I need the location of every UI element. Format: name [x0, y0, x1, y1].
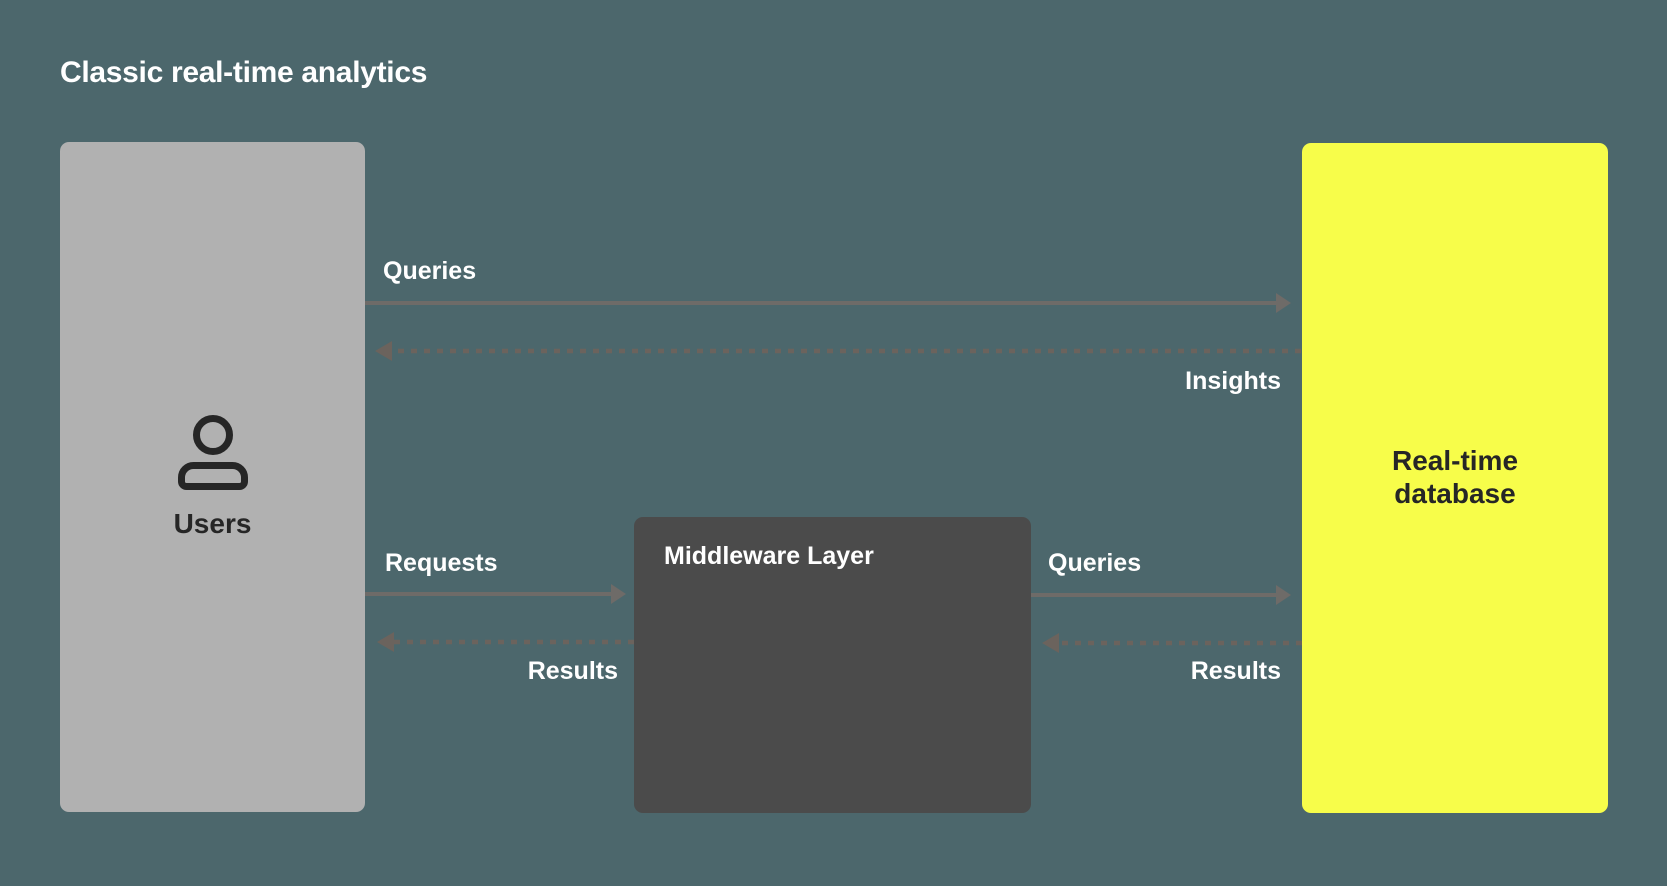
- diagram-title: Classic real-time analytics: [60, 56, 428, 89]
- flow-label-queries-top: Queries: [383, 257, 477, 285]
- arrow-results-left: [377, 632, 634, 652]
- flow-label-insights: Insights: [1185, 367, 1281, 395]
- users-label: Users: [173, 507, 252, 539]
- flow-label-results-right: Results: [1190, 657, 1281, 685]
- node-database: Real-time database: [1302, 143, 1608, 813]
- node-users: Users: [60, 142, 365, 812]
- arrow-queries-right: [1031, 585, 1291, 605]
- flow-label-requests: Requests: [385, 549, 498, 577]
- user-icon: [177, 414, 248, 490]
- arrow-results-right: [1042, 633, 1302, 653]
- node-middleware: Middleware Layer: [634, 517, 1031, 813]
- arrow-queries-top: [365, 293, 1291, 313]
- database-label: Real-time database: [1391, 445, 1519, 509]
- flow-label-queries-right: Queries: [1048, 549, 1142, 577]
- arrow-insights: [375, 341, 1301, 361]
- flow-label-results-left: Results: [527, 657, 618, 685]
- middleware-label: Middleware Layer: [664, 542, 874, 570]
- arrow-requests: [365, 584, 626, 604]
